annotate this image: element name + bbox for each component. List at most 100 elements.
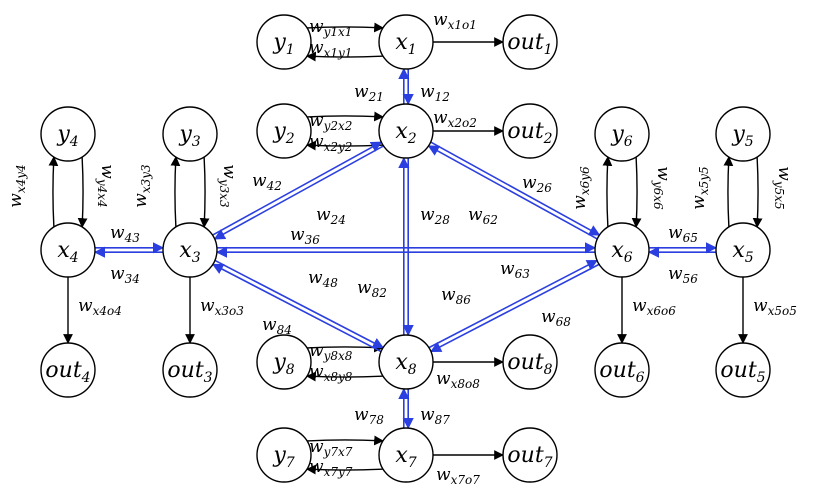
edge-label-wx3y3: wx3y3	[131, 164, 153, 208]
node-label-y8: y8	[272, 350, 294, 378]
edge-label-w78: w78	[354, 405, 384, 427]
node-circle-out8	[502, 334, 558, 390]
node-label-x2: x2	[395, 119, 416, 147]
edge-x2-x6	[430, 141, 601, 236]
edge-y5-x5	[752, 156, 763, 228]
edge-label-wy8x8: wy8x8	[309, 341, 353, 363]
node-y1: y1	[256, 14, 312, 70]
edge-label-w84: w84	[262, 315, 292, 337]
node-circle-out5	[715, 342, 771, 398]
edge-label-wy6x6: wy6x6	[651, 166, 673, 210]
node-x7: x7	[378, 427, 434, 483]
edge-x8-x3	[211, 263, 382, 353]
edge-label-wx1y1: wx1y1	[309, 38, 352, 60]
node-out1: out1	[502, 14, 558, 70]
edge-label-w68: w68	[541, 307, 571, 329]
node-label-y1: y1	[272, 30, 294, 58]
node-x3: x3	[162, 222, 218, 278]
node-label-x7: x7	[395, 443, 416, 471]
edge-label-w24: w24	[316, 205, 346, 227]
node-y2: y2	[256, 103, 312, 159]
edges-layer	[48, 22, 763, 475]
node-circle-out3	[162, 342, 218, 398]
node-circle-y5	[715, 106, 771, 162]
node-circle-y3	[162, 106, 218, 162]
node-x1: x1	[378, 14, 434, 70]
node-label-x1: x1	[395, 30, 416, 58]
edge-label-wy4x4: wy4x4	[95, 164, 117, 207]
edge-label-wx5y5: wx5y5	[689, 166, 711, 209]
edge-label-wx4o4: wx4o4	[78, 296, 122, 318]
edge-label-w43: w43	[110, 223, 140, 245]
node-circle-y4	[40, 106, 96, 162]
edge-x6-x2	[427, 145, 598, 240]
node-label-x5: x5	[732, 238, 753, 266]
node-out4: out4	[40, 342, 96, 398]
edge-label-wy1x1: wy1x1	[309, 17, 352, 39]
edge-label-w12: w12	[420, 82, 450, 104]
node-label-x8: x8	[395, 350, 416, 378]
edge-y4-x4	[77, 156, 88, 228]
edge-label-w26: w26	[522, 173, 552, 195]
node-x8: x8	[378, 334, 434, 390]
node-label-y5: y5	[731, 122, 753, 150]
node-circle-out7	[502, 427, 558, 483]
node-label-y2: y2	[272, 119, 294, 147]
node-out6: out6	[594, 342, 650, 398]
edge-x4-y4	[48, 156, 59, 228]
node-label-out6: out6	[599, 358, 644, 386]
edge-label-wx2o2: wx2o2	[433, 108, 477, 130]
node-circle-out2	[502, 103, 558, 159]
edge-x3-x2	[212, 141, 383, 236]
node-circle-x1	[378, 14, 434, 70]
node-label-y7: y7	[272, 443, 294, 471]
node-y7: y7	[256, 427, 312, 483]
node-label-out8: out8	[507, 350, 552, 378]
node-x4: x4	[40, 222, 96, 278]
edge-y1-x1	[306, 22, 384, 33]
edge-label-wx2y2: wx2y2	[309, 132, 352, 154]
edge-label-wy7x7: wy7x7	[309, 437, 353, 459]
node-x2: x2	[378, 103, 434, 159]
edge-label-w65: w65	[668, 223, 698, 245]
edge-label-w82: w82	[357, 278, 387, 300]
edge-x5-y5	[723, 156, 734, 228]
edge-label-w87: w87	[420, 405, 450, 427]
node-circle-x8	[378, 334, 434, 390]
edge-x2-x3	[213, 145, 384, 240]
edge-label-w86: w86	[441, 285, 471, 307]
node-circle-out6	[594, 342, 650, 398]
node-circle-y2	[256, 103, 312, 159]
node-circle-x7	[378, 427, 434, 483]
edge-label-wx7y7: wx7y7	[309, 457, 353, 479]
node-label-y4: y4	[56, 122, 78, 150]
node-y3: y3	[162, 106, 218, 162]
node-label-x6: x6	[611, 238, 632, 266]
node-label-out5: out5	[720, 358, 765, 386]
edge-label-w42: w42	[252, 171, 282, 193]
edge-label-wx5o5: wx5o5	[753, 296, 797, 318]
node-label-out2: out2	[507, 119, 552, 147]
node-circle-y7	[256, 427, 312, 483]
edge-label-wx6o6: wx6o6	[632, 296, 676, 318]
node-label-out1: out1	[507, 30, 552, 58]
node-y4: y4	[40, 106, 96, 162]
edge-label-w62: w62	[468, 205, 498, 227]
node-label-out3: out3	[167, 358, 212, 386]
node-circle-x2	[378, 103, 434, 159]
node-circle-x3	[162, 222, 218, 278]
edge-x6-x8	[429, 263, 600, 353]
node-label-y3: y3	[178, 122, 200, 150]
edge-x8-y8	[306, 371, 384, 382]
edge-label-wx1o1: wx1o1	[433, 10, 477, 32]
node-out8: out8	[502, 334, 558, 390]
edge-label-wx8y8: wx8y8	[309, 362, 353, 384]
edge-label-w21: w21	[354, 82, 384, 104]
edge-label-wy5x5: wy5x5	[772, 166, 794, 209]
edge-label-wx7o7: wx7o7	[436, 465, 480, 487]
edge-y3-x3	[199, 156, 210, 228]
node-out7: out7	[502, 427, 558, 483]
node-out3: out3	[162, 342, 218, 398]
